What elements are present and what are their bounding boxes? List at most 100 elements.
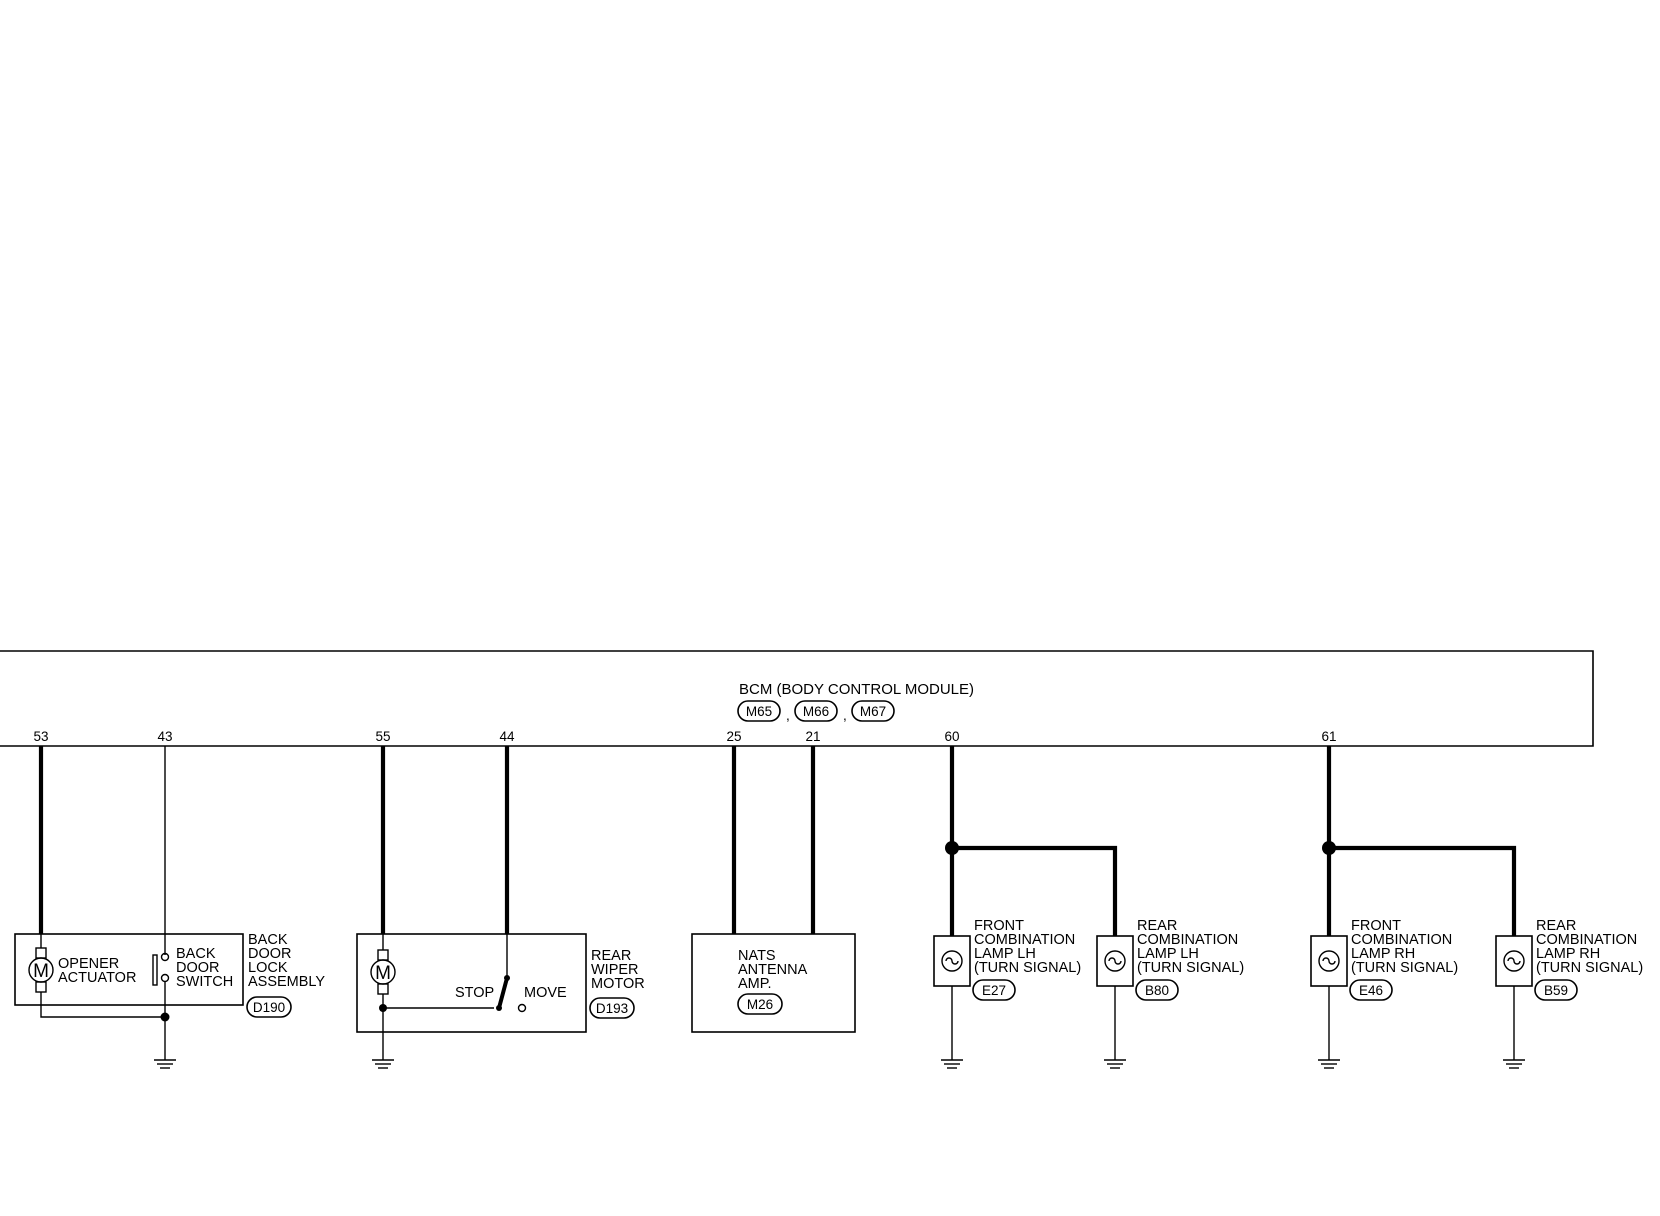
connector-tag-e27 [972, 979, 1016, 1001]
pin-label-60: 60 [944, 729, 959, 744]
pin-label-55: 55 [375, 729, 390, 744]
rear-wiper-motor: M STOP MOVE REAR WIPER MOTOR D193 [356, 746, 645, 1069]
lamp-label: (TURN SIGNAL) [974, 960, 1081, 976]
connector-tag-label: E27 [982, 983, 1006, 998]
wire-motor-ground [40, 992, 165, 1018]
lamp-label: LAMP LH [974, 946, 1036, 962]
switch-actuator [152, 954, 158, 986]
connector-tag-d193 [589, 997, 635, 1019]
assembly-label: DOOR [248, 946, 292, 962]
connector-tag-label: M67 [860, 704, 886, 719]
motor-brush [377, 983, 389, 995]
motor-letter: M [33, 961, 49, 982]
connector-tag-m65 [737, 700, 781, 722]
ground-icon [1104, 1059, 1126, 1069]
connector-tag-label: D190 [253, 1000, 285, 1015]
switch-arm [497, 977, 509, 1009]
junction-dot [945, 841, 959, 855]
bcm-title: BCM (BODY CONTROL MODULE) [739, 681, 974, 698]
lamp-label: (TURN SIGNAL) [1137, 960, 1244, 976]
motor-letter: M [375, 963, 391, 984]
lamp-label: FRONT [974, 918, 1024, 934]
filament [1108, 957, 1122, 965]
filament [1322, 957, 1336, 965]
assembly-label: ASSEMBLY [248, 974, 325, 990]
pin-label-43: 43 [157, 729, 172, 744]
lamp-label: COMBINATION [1536, 932, 1637, 948]
bulb-icon [1318, 950, 1340, 972]
ground-icon [372, 1059, 394, 1069]
lamp-label: REAR [1536, 918, 1576, 934]
connector-tag-b59 [1534, 979, 1578, 1001]
pin-label-21: 21 [805, 729, 820, 744]
connector-tag-label: B80 [1145, 983, 1169, 998]
connector-tag-label: M66 [803, 704, 829, 719]
turn-signal-lh-circuit: FRONT COMBINATION LAMP LH (TURN SIGNAL) … [933, 746, 1244, 1069]
nats-label: ANTENNA [738, 962, 808, 978]
separator: , [786, 708, 790, 723]
connector-tag-m66 [794, 700, 838, 722]
connector-tag-m26 [737, 993, 783, 1015]
wiper-label: REAR [591, 948, 631, 964]
lamp-label: COMBINATION [974, 932, 1075, 948]
pin-label-44: 44 [499, 729, 515, 744]
switch-label: DOOR [176, 960, 220, 976]
lamp-label: (TURN SIGNAL) [1351, 960, 1458, 976]
bcm-outline [0, 650, 1594, 747]
bulb-icon [1104, 950, 1126, 972]
lamp-label: FRONT [1351, 918, 1401, 934]
lamp-label: COMBINATION [1137, 932, 1238, 948]
connector-tag-label: B59 [1544, 983, 1568, 998]
connector-tag-label: E46 [1359, 983, 1383, 998]
motor-brush [377, 949, 389, 961]
bulb-icon [941, 950, 963, 972]
stop-label: STOP [455, 985, 494, 1001]
switch-label: BACK [176, 946, 216, 962]
assembly-label: BACK [248, 932, 288, 948]
nats-label: AMP. [738, 976, 772, 992]
bulb-icon [1503, 950, 1525, 972]
connector-tag-d190 [246, 996, 292, 1018]
nats-antenna-amp: NATS ANTENNA AMP. M26 [691, 746, 856, 1033]
opener-actuator-label: ACTUATOR [58, 970, 136, 986]
wire-61-branch [1329, 845, 1517, 936]
switch-contact-icon [160, 952, 170, 962]
junction-dot [379, 1004, 387, 1012]
filament [945, 957, 959, 965]
connector-tag-e46 [1349, 979, 1393, 1001]
pin-label-61: 61 [1321, 729, 1336, 744]
junction-dot [1322, 841, 1336, 855]
nats-label: NATS [738, 948, 776, 964]
ground-icon [1318, 1059, 1340, 1069]
junction-dot [160, 1012, 170, 1022]
nats-box [691, 933, 856, 1033]
bcm-module: BCM (BODY CONTROL MODULE) M65 , M66 , M6… [0, 650, 1594, 747]
move-label: MOVE [524, 985, 567, 1001]
assembly-label: LOCK [248, 960, 288, 976]
wire-60-branch [952, 845, 1118, 936]
pin-labels: 53 43 55 44 25 21 60 61 [33, 729, 1336, 744]
switch-label: SWITCH [176, 974, 233, 990]
switch-pivot [504, 975, 510, 981]
wiper-label: MOTOR [591, 976, 645, 992]
motor-brush [35, 981, 47, 993]
ground-icon [941, 1059, 963, 1069]
connector-tag-m67 [851, 700, 895, 722]
lamp-label: COMBINATION [1351, 932, 1452, 948]
pin-label-25: 25 [726, 729, 741, 744]
wiper-label: WIPER [591, 962, 639, 978]
lamp-label: LAMP RH [1536, 946, 1600, 962]
lamp-label: REAR [1137, 918, 1177, 934]
lamp-label: LAMP LH [1137, 946, 1199, 962]
lamp-label: LAMP RH [1351, 946, 1415, 962]
connector-tag-b80 [1135, 979, 1179, 1001]
opener-actuator-label: OPENER [58, 956, 119, 972]
ground-icon [154, 1059, 176, 1069]
switch-contact-icon [160, 973, 170, 983]
ground-icon [1503, 1059, 1525, 1069]
switch-contact-icon [517, 1003, 527, 1013]
back-door-lock-assembly: M OPENER ACTUATOR BACK DOOR SWITCH BACK … [14, 746, 325, 1069]
rear-wiper-box [356, 933, 587, 1033]
separator: , [843, 708, 847, 723]
